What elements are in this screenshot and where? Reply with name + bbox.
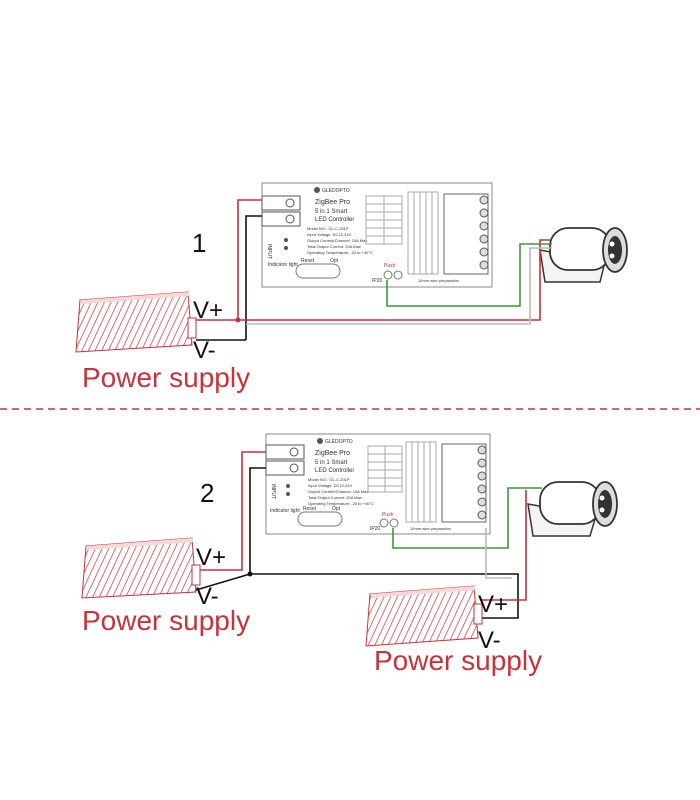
- push-button-icon[interactable]: [379, 518, 389, 528]
- subtitle2: LED Controller: [315, 217, 354, 223]
- reset-label: Reset: [301, 258, 315, 264]
- brand: GLEDOPTO: [322, 188, 350, 194]
- brand-logo-icon: [317, 438, 323, 444]
- opt-label: Opt: [330, 258, 339, 264]
- channel-grid: [405, 441, 437, 523]
- subtitle2: LED Controller: [315, 468, 354, 474]
- title: ZigBee Pro: [315, 199, 350, 206]
- wire-label: 10mm wire preparation: [410, 526, 451, 531]
- input-label: INPUT: [266, 244, 272, 259]
- input-voltage: Input Voltage: DC12-24V: [307, 232, 352, 237]
- subtitle: 5 in 1 Smart: [315, 209, 348, 215]
- power-supply-icon: [365, 585, 483, 647]
- vplus-label: V+: [478, 591, 508, 618]
- controller: INPUT Indicator light GLEDOPTO ZigBee Pr…: [265, 433, 491, 535]
- channel-grid: [407, 191, 439, 275]
- title: ZigBee Pro: [315, 450, 350, 457]
- controller: INPUT Indicator light GLEDOPTO ZigBee Pr…: [261, 182, 493, 288]
- input-voltage: Input Voltage: DC12-24V: [308, 483, 353, 488]
- opt-label: Opt: [332, 506, 341, 512]
- push-label: Push: [382, 512, 394, 518]
- push-button-icon[interactable]: [389, 518, 399, 528]
- vminus-label: V-: [196, 583, 219, 610]
- diagram-1: 1 INPUT Indicator light GLEDOPTO ZigBee …: [75, 182, 628, 393]
- output-current: Output Current/Channel: 15A Max: [307, 238, 367, 243]
- power-supply-label: Power supply: [82, 362, 250, 393]
- wiring-table: [367, 445, 403, 493]
- ip-label: IP20: [372, 278, 383, 284]
- diagram-2: 2 INPUT Indicator light GLEDOPTO ZigBee …: [81, 433, 618, 676]
- indicator-label: Indicator light: [268, 262, 298, 268]
- brand-logo-icon: [314, 187, 320, 193]
- status-dot-icon: [286, 484, 290, 488]
- output-current: Output Current/Channel: 15A Max: [308, 489, 368, 494]
- vplus-label: V+: [193, 297, 223, 324]
- led-strip-connector-icon: [539, 227, 628, 283]
- power-supply-label: Power supply: [82, 605, 250, 636]
- push-button-icon[interactable]: [393, 270, 403, 280]
- total-current: Total Output Current: 20A Max: [307, 244, 361, 249]
- ip-label: IP20: [370, 526, 381, 532]
- temperature: Operating Temperature: -20 to +40°C: [308, 501, 374, 506]
- diagram-number: 1: [192, 228, 206, 258]
- status-dot-icon: [284, 238, 288, 242]
- model: Model NO.: GL-C-201P: [307, 226, 349, 231]
- status-dot-icon: [284, 246, 288, 250]
- wires-diagram-1: [196, 199, 552, 341]
- reset-button[interactable]: [297, 511, 343, 527]
- vplus-label: V+: [196, 544, 226, 571]
- vminus-label: V-: [193, 337, 216, 364]
- led-strip-connector-icon: [527, 481, 618, 537]
- power-supply-icon: [81, 537, 201, 599]
- wires-diagram-2: [195, 451, 542, 619]
- reset-label: Reset: [303, 506, 317, 512]
- brand: GLEDOPTO: [325, 439, 353, 445]
- status-dot-icon: [286, 492, 290, 496]
- power-supply-icon: [75, 291, 197, 353]
- subtitle: 5 in 1 Smart: [315, 460, 348, 466]
- output-terminals: [443, 193, 489, 275]
- push-button-icon[interactable]: [383, 270, 393, 280]
- wiring-table: [365, 195, 403, 245]
- vminus-label: V-: [478, 627, 501, 654]
- diagram-number: 2: [200, 478, 214, 508]
- input-label: INPUT: [270, 484, 276, 499]
- terminal-block-icon: [261, 195, 301, 227]
- temperature: Operating Temperature: -20 to +40°C: [307, 250, 373, 255]
- total-current: Total Output Current: 20A Max: [308, 495, 362, 500]
- wire-label: 10mm wire preparation: [418, 278, 459, 283]
- reset-button[interactable]: [295, 263, 341, 279]
- model: Model NO.: GL-C-201P: [308, 477, 350, 482]
- push-label: Push: [384, 263, 396, 269]
- indicator-label: Indicator light: [270, 508, 300, 514]
- power-supply-label: Power supply: [374, 645, 542, 676]
- output-terminals: [441, 443, 487, 523]
